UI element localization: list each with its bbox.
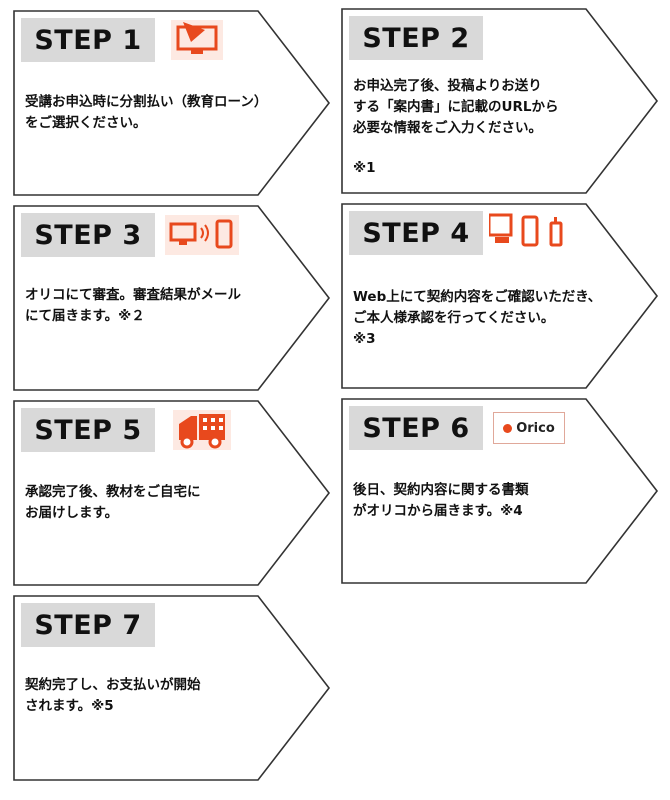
- step-3-label: STEP 3: [21, 213, 155, 257]
- orico-dot-icon: [503, 423, 513, 433]
- step-7-card: STEP 7 契約完了し、お支払いが開始 されます。※5: [13, 595, 331, 781]
- step-6-label: STEP 6: [349, 406, 483, 450]
- step-2-text: お申込完了後、投稿よりお送り する「案内書」に記載のURLから 必要な情報をご入…: [353, 78, 559, 136]
- step-4-label: STEP 4: [349, 211, 483, 255]
- delivery-truck-icon: [173, 410, 231, 450]
- step-4-text: Web上にて契約内容をご確認いただき、 ご本人様承認を行ってください。: [353, 289, 602, 326]
- orico-logo-icon: Orico: [493, 408, 565, 448]
- orico-logo-text: Orico: [516, 420, 555, 436]
- step-7-label: STEP 7: [21, 603, 155, 647]
- step-7-text: 契約完了し、お支払いが開始 されます。※5: [25, 677, 201, 714]
- step-2-note: ※1: [353, 160, 376, 176]
- step-5-text: 承認完了後、教材をご自宅に お届けします。: [25, 484, 201, 521]
- step-3-text: オリコにて審査。審査結果がメール にて届きます。※２: [25, 287, 241, 324]
- step-1-card: STEP 1 受講お申込時に分割払い（教育ローン） をご選択ください。: [13, 10, 331, 196]
- step-1-label: STEP 1: [21, 18, 155, 62]
- step-5-label: STEP 5: [21, 408, 155, 452]
- step-3-card: STEP 3 オリコにて審査。審査結果がメール にて届きます。※２: [13, 205, 331, 391]
- step-4-card: STEP 4 Web上にて契約内容をご確認いただき、 ご本人様承認を行ってくださ…: [341, 203, 659, 389]
- devices-icon: [489, 213, 569, 253]
- computer-mail-icon: [171, 20, 223, 60]
- step-6-text: 後日、契約内容に関する書類 がオリコから届きます。※4: [353, 482, 529, 519]
- computer-phone-signal-icon: [165, 215, 239, 255]
- step-2-label: STEP 2: [349, 16, 483, 60]
- step-2-card: STEP 2 お申込完了後、投稿よりお送り する「案内書」に記載のURLから 必…: [341, 8, 659, 194]
- step-1-text: 受講お申込時に分割払い（教育ローン） をご選択ください。: [25, 94, 268, 131]
- step-5-card: STEP 5 承認完了後、教材をご自宅に お届けします。: [13, 400, 331, 586]
- step-4-note: ※3: [353, 331, 376, 347]
- step-6-card: STEP 6 Orico 後日、契約内容に関する書類 がオリコから届きます。※4: [341, 398, 659, 584]
